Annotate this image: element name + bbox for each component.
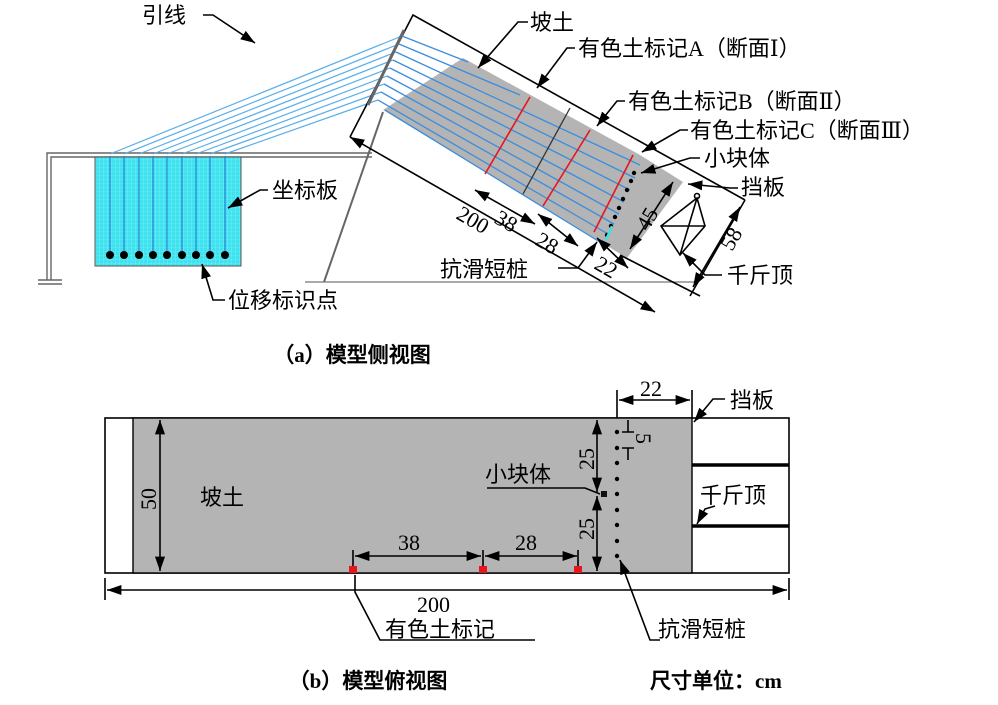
board-wires bbox=[109, 156, 226, 255]
caption-top-view: （b）模型俯视图 bbox=[289, 669, 448, 693]
side-leaders bbox=[201, 14, 738, 301]
dim-28-top: 28 bbox=[515, 530, 537, 555]
label-small-block: 小块体 bbox=[704, 146, 770, 171]
dim-28: 28 bbox=[532, 227, 564, 260]
colored-markers bbox=[349, 566, 582, 573]
label-displacement-points: 位移标识点 bbox=[228, 288, 338, 313]
dim-50: 50 bbox=[136, 488, 161, 510]
label-slope-soil: 坡土 bbox=[530, 10, 574, 35]
dim-25-upper: 25 bbox=[574, 448, 599, 470]
dim-22-top: 22 bbox=[640, 376, 662, 401]
label-coordinate-board: 坐标板 bbox=[272, 178, 338, 203]
top-leaders bbox=[354, 398, 725, 641]
dim-200: 200 bbox=[453, 201, 494, 239]
side-dimensions bbox=[349, 136, 746, 313]
label-jack: 千斤顶 bbox=[727, 263, 793, 288]
dim-25-lower: 25 bbox=[574, 518, 599, 540]
label-baffle: 挡板 bbox=[741, 175, 785, 200]
label-small-block-top: 小块体 bbox=[485, 462, 551, 487]
caption-side-view: （a）模型侧视图 bbox=[273, 343, 431, 367]
support-frame bbox=[38, 152, 372, 285]
dim-5: 5 bbox=[631, 433, 656, 444]
label-anti-slide-pile-top: 抗滑短桩 bbox=[658, 617, 746, 642]
label-baffle-top: 挡板 bbox=[730, 388, 774, 413]
label-marker-b: 有色土标记B（断面Ⅱ） bbox=[628, 89, 856, 114]
small-block bbox=[601, 491, 607, 497]
label-anti-slide-pile: 抗滑短桩 bbox=[440, 257, 528, 282]
top-view: 50 38 28 25 25 5 22 200 坡土 小块体 挡板 千斤顶 有色… bbox=[104, 376, 790, 693]
label-slope-soil-top: 坡土 bbox=[200, 485, 244, 510]
displacement-marker-dots bbox=[106, 251, 229, 259]
dim-58: 58 bbox=[715, 223, 748, 255]
lead-wires bbox=[109, 35, 403, 155]
top-dimensions bbox=[104, 390, 790, 600]
label-marker-c: 有色土标记C（断面Ⅲ） bbox=[690, 118, 924, 143]
label-lead-wire: 引线 bbox=[142, 3, 186, 28]
coordinate-board bbox=[94, 156, 242, 267]
pulley-bar bbox=[366, 29, 406, 106]
dim-38-top: 38 bbox=[398, 530, 420, 555]
unit-note: 尺寸单位：cm bbox=[650, 669, 782, 693]
side-view: 200 38 28 22 45 58 引线 坡土 有色土标记A（断面Ⅰ） 有色土… bbox=[38, 3, 924, 367]
label-jack-top: 千斤顶 bbox=[700, 483, 766, 508]
dim-200-top: 200 bbox=[417, 592, 450, 617]
label-colored-marker: 有色土标记 bbox=[385, 617, 495, 642]
label-marker-a: 有色土标记A（断面Ⅰ） bbox=[578, 36, 801, 61]
anti-slide-pile-dots-top bbox=[614, 429, 620, 559]
